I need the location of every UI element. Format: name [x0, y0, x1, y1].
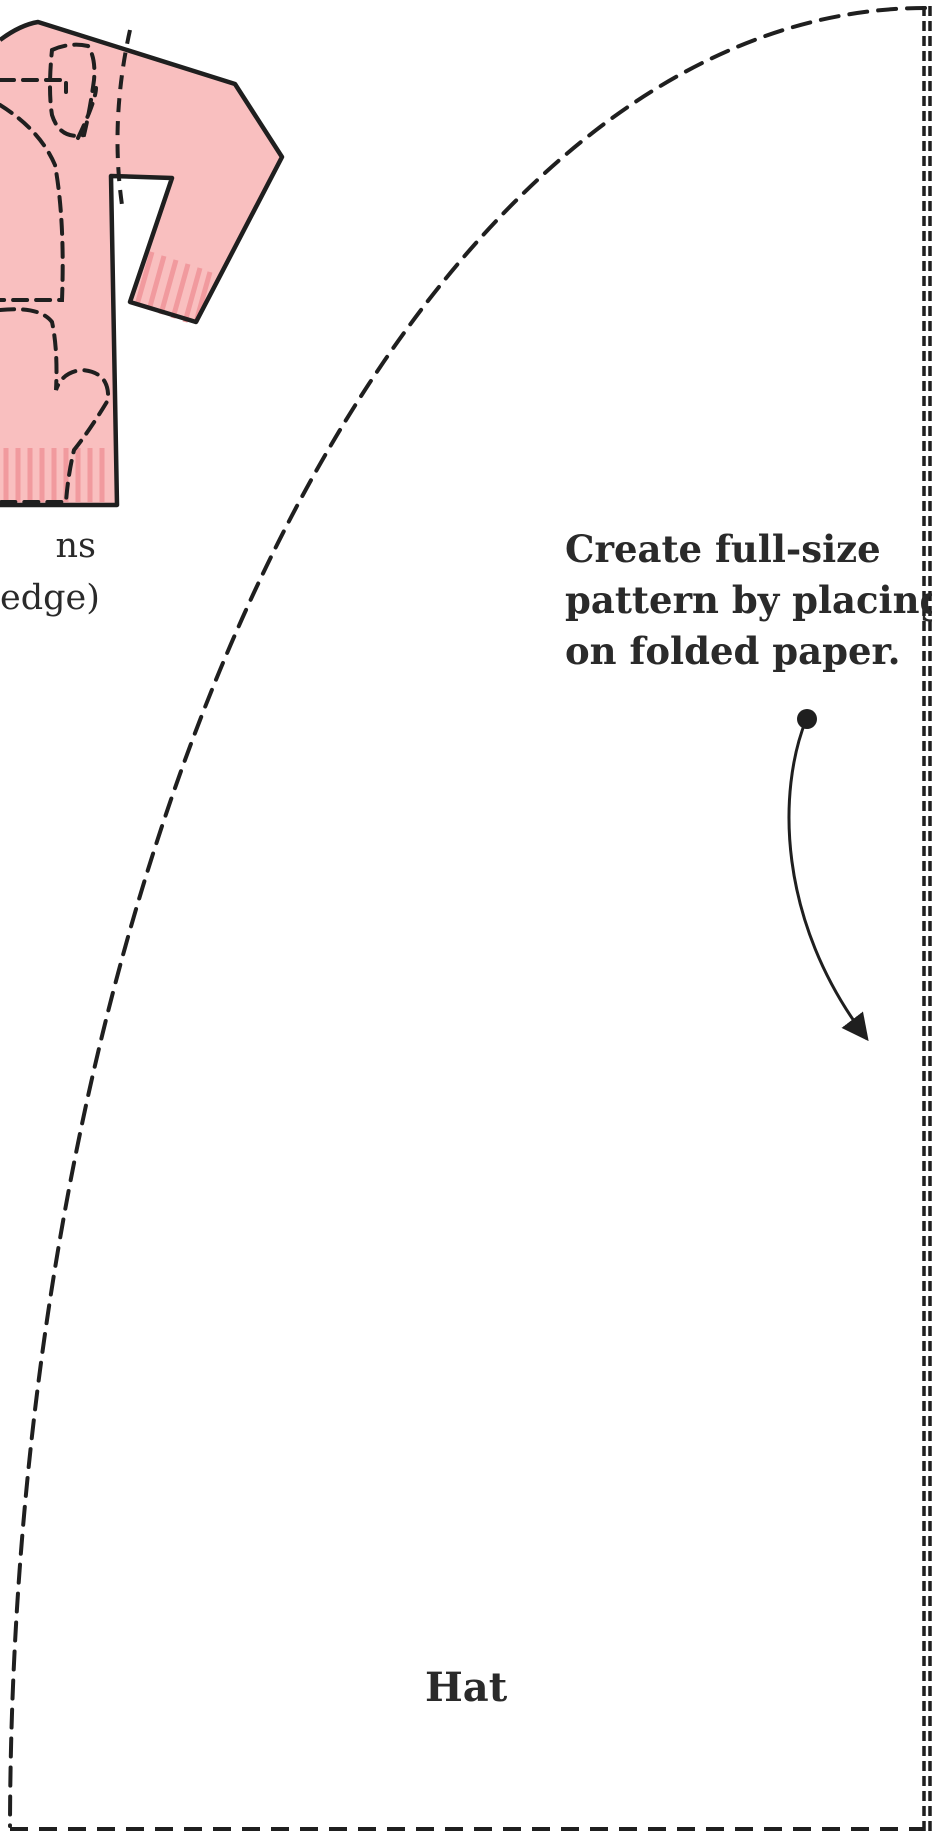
fold-edge	[922, 6, 932, 1832]
cardigan-sweater-icon	[0, 19, 285, 508]
dot-icon	[797, 709, 817, 729]
partial-label-line-1: ns	[55, 526, 96, 566]
garment-seam-lines	[0, 42, 111, 504]
hem-ribbing	[3, 448, 105, 502]
instruction-line-2: pattern by placing	[565, 578, 932, 622]
curved-arrow-icon	[787, 719, 869, 1042]
hat-piece-label: Hat	[425, 1664, 508, 1711]
instruction-line-3: on folded paper.	[565, 629, 901, 673]
partial-piece-label: ns edge)	[0, 520, 100, 624]
cardigan-outline	[0, 19, 285, 508]
partial-label-line-2: edge)	[0, 578, 100, 618]
hat-cut-line	[8, 6, 927, 1828]
fold-instruction: Create full-size pattern by placing on f…	[565, 524, 932, 677]
cardigan-body	[0, 22, 282, 505]
cuff-ribbing	[134, 251, 213, 323]
instruction-line-1: Create full-size	[565, 527, 881, 571]
